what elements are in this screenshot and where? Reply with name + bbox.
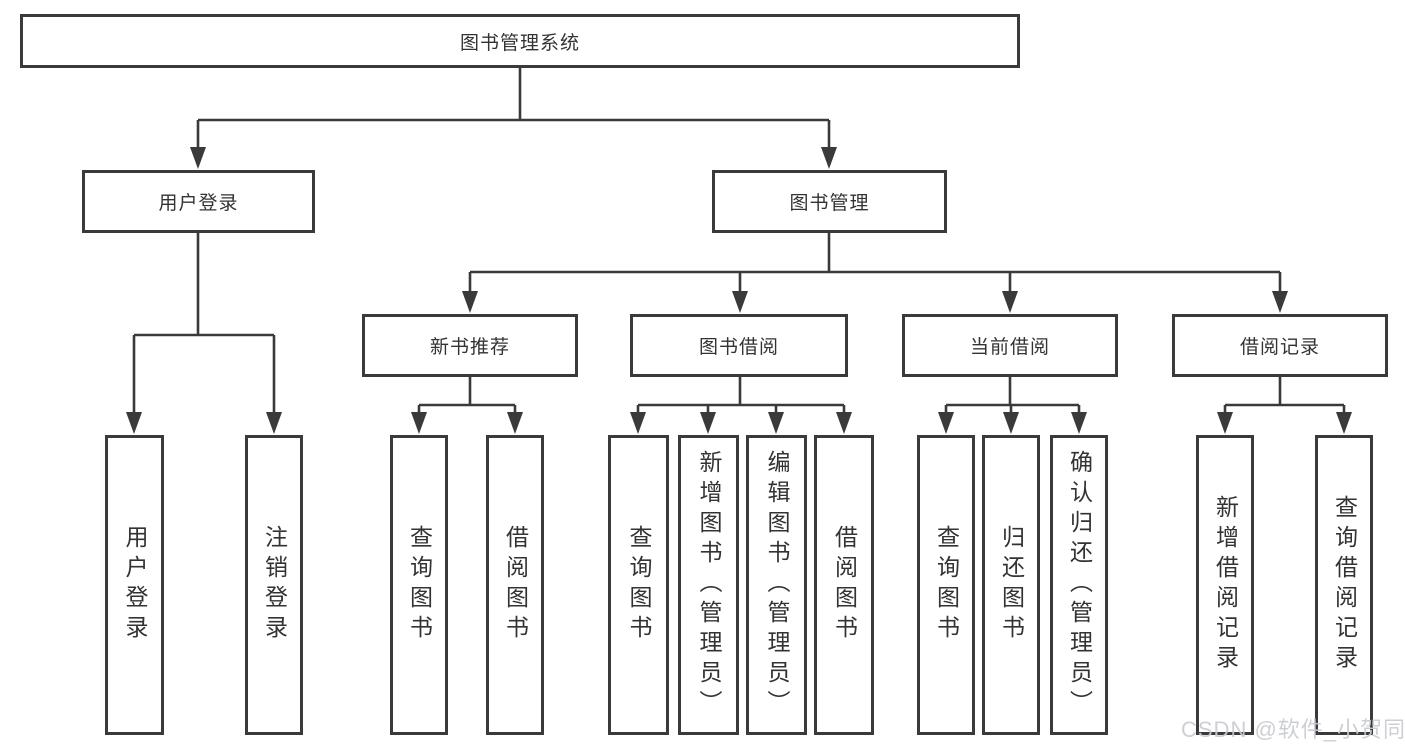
leaf-user-login: 用户登录	[105, 435, 164, 735]
leaf-borrow-books: 借阅图书	[814, 435, 874, 735]
leaf-add-books-admin: 新增图书（管理员）	[678, 435, 739, 735]
leaf-logout: 注销登录	[245, 435, 303, 735]
leaf-query-books-current: 查询图书	[917, 435, 975, 735]
node-borrow-records: 借阅记录	[1172, 314, 1388, 377]
arrowheads	[126, 147, 1352, 434]
leaf-query-borrow-record: 查询借阅记录	[1315, 435, 1373, 735]
leaf-edit-books-admin: 编辑图书（管理员）	[746, 435, 807, 735]
node-current-borrow: 当前借阅	[902, 314, 1118, 377]
node-user-login: 用户登录	[82, 170, 315, 233]
node-library-system: 图书管理系统	[20, 14, 1020, 68]
node-new-book-recommend: 新书推荐	[362, 314, 578, 377]
node-book-borrow: 图书借阅	[630, 314, 848, 377]
leaf-confirm-return-admin: 确认归还（管理员）	[1050, 435, 1108, 735]
node-book-management: 图书管理	[712, 170, 947, 233]
leaf-add-borrow-record: 新增借阅记录	[1196, 435, 1254, 735]
leaf-query-books-recommend: 查询图书	[390, 435, 448, 735]
leaf-return-books: 归还图书	[982, 435, 1040, 735]
csdn-watermark: CSDN @软件_小贺同学	[1181, 717, 1405, 742]
leaf-query-books-borrow: 查询图书	[608, 435, 669, 735]
leaf-borrow-books-recommend: 借阅图书	[486, 435, 544, 735]
